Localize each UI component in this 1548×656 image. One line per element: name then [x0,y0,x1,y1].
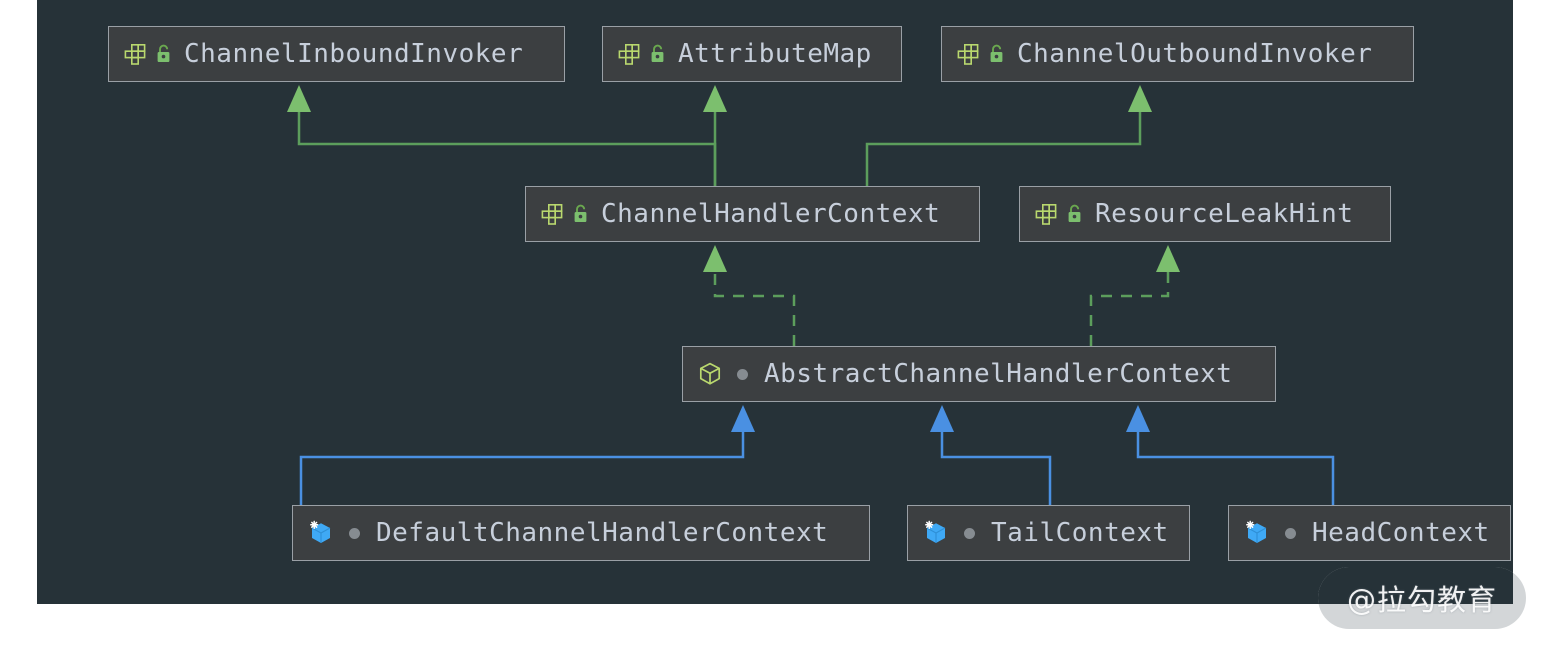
watermark-text: @拉勾教育 [1346,583,1497,617]
lock-icon [572,203,589,225]
class-name-label: HeadContext [1312,518,1490,548]
final-class-icon [1243,519,1271,547]
class-node-tail-context[interactable]: TailContext [907,505,1190,561]
class-node-channel-inbound-invoker[interactable]: ChannelInboundInvoker [108,26,565,82]
interface-icon [956,42,982,66]
class-name-label: ResourceLeakHint [1095,199,1354,229]
class-name-label: DefaultChannelHandlerContext [376,518,829,548]
class-name-label: ChannelOutboundInvoker [1017,39,1373,69]
class-node-channel-outbound-invoker[interactable]: ChannelOutboundInvoker [941,26,1414,82]
class-node-channel-handler-context[interactable]: ChannelHandlerContext [525,186,980,242]
final-class-icon [307,519,335,547]
interface-icon [1034,202,1060,226]
lock-icon [155,43,172,65]
edge-chc-to-inbound [287,85,717,186]
package-dot-icon [737,368,748,380]
edge-achc-to-chc [703,245,796,346]
edge-chc-to-outbound [865,85,1152,186]
class-node-default-channel-handler-context[interactable]: DefaultChannelHandlerContext [292,505,870,561]
class-name-label: AbstractChannelHandlerContext [764,359,1233,389]
watermark-dark-overlap [1318,567,1513,604]
package-dot-icon [349,527,360,539]
diagram-canvas: ChannelInboundInvoker [37,0,1513,604]
edge-chc-to-attrmap [703,85,727,186]
class-name-label: ChannelHandlerContext [601,199,941,229]
class-name-label: AttributeMap [678,39,872,69]
edge-achc-to-rlh [1089,245,1180,346]
class-node-attribute-map[interactable]: AttributeMap [602,26,902,82]
final-class-icon [922,519,950,547]
lock-icon [649,43,666,65]
interface-icon [617,42,643,66]
lock-icon [988,43,1005,65]
class-node-abstract-channel-handler-context[interactable]: AbstractChannelHandlerContext [682,346,1276,402]
class-node-resource-leak-hint[interactable]: ResourceLeakHint [1019,186,1391,242]
abstract-class-icon [697,361,723,387]
edge-tail-to-achc [930,405,1052,505]
lock-icon [1066,203,1083,225]
interface-icon [123,42,149,66]
edge-head-to-achc [1126,405,1335,505]
class-name-label: ChannelInboundInvoker [184,39,524,69]
class-name-label: TailContext [991,518,1169,548]
package-dot-icon [1285,527,1296,539]
package-dot-icon [964,527,975,539]
edge-dchc-to-achc [299,405,755,505]
watermark: @拉勾教育 [1318,567,1526,629]
class-node-head-context[interactable]: HeadContext [1228,505,1511,561]
interface-icon [540,202,566,226]
